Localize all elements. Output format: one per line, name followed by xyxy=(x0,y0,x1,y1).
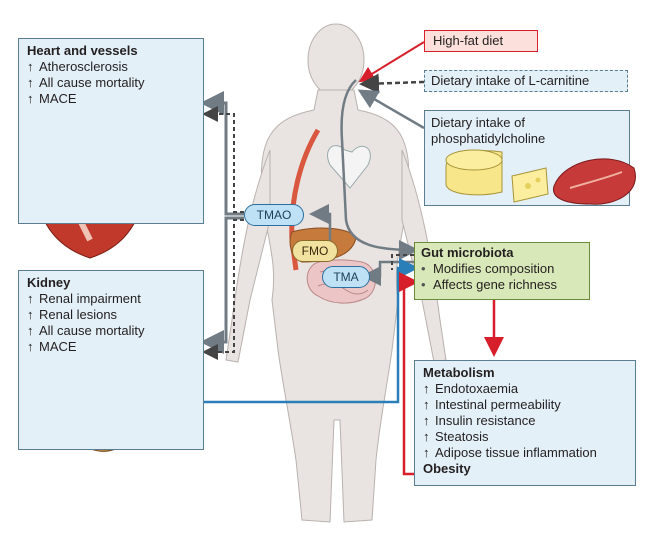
phosphatidylcholine-line-1: Dietary intake of xyxy=(431,115,525,130)
gut-item-composition: •Modifies composition xyxy=(421,261,555,276)
gut-dashed-line xyxy=(391,254,414,270)
metabolism-footer-obesity: Obesity xyxy=(423,461,471,476)
body-silhouette xyxy=(225,23,447,523)
tmao-kidney-dashed-arrow xyxy=(202,219,244,360)
fmo-pill: FMO xyxy=(292,240,338,262)
heart-item-mace: ↑MACE xyxy=(27,91,77,106)
up-arrow-icon: ↑ xyxy=(27,75,34,90)
gut-item-gene-richness: •Affects gene richness xyxy=(421,277,558,292)
phosphatidylcholine-arrow xyxy=(357,89,425,130)
metabolism-box-title: Metabolism xyxy=(423,365,495,380)
up-arrow-icon: ↑ xyxy=(27,307,34,322)
up-arrow-icon: ↑ xyxy=(423,445,430,460)
metabolism-item-adipose: ↑Adipose tissue inflammation xyxy=(423,445,597,460)
metabolism-item-permeability: ↑Intestinal permeability xyxy=(423,397,561,412)
phosphatidylcholine-line-2: phosphatidylcholine xyxy=(431,131,546,146)
high-fat-diet-label: High-fat diet xyxy=(424,30,538,52)
phosphatidylcholine-box: Dietary intake of phosphatidylcholine xyxy=(424,110,630,206)
up-arrow-icon: ↑ xyxy=(423,397,430,412)
tmao-heart-arrow xyxy=(200,91,244,216)
kidney-item-renal-impairment: ↑Renal impairment xyxy=(27,291,141,306)
bullet-icon: • xyxy=(421,261,426,276)
tmao-kidney-arrow xyxy=(200,216,244,354)
up-arrow-icon: ↑ xyxy=(27,91,34,106)
heart-box: Heart and vessels ↑Atherosclerosis ↑All … xyxy=(18,38,204,224)
up-arrow-icon: ↑ xyxy=(27,323,34,338)
tmao-pill: TMAO xyxy=(244,204,304,226)
high-fat-arrow xyxy=(358,41,425,83)
up-arrow-icon: ↑ xyxy=(423,429,430,444)
up-arrow-icon: ↑ xyxy=(423,381,430,396)
metabolism-item-endotoxaemia: ↑Endotoxaemia xyxy=(423,381,519,396)
kidney-box-title: Kidney xyxy=(27,275,71,290)
digestion-path-arrow xyxy=(340,79,419,260)
tmao-heart-dashed-arrow xyxy=(202,106,244,213)
up-arrow-icon: ↑ xyxy=(423,413,430,428)
metabolism-item-insulin: ↑Insulin resistance xyxy=(423,413,536,428)
kidney-item-mortality: ↑All cause mortality xyxy=(27,323,145,338)
kidney-to-gut-arrow xyxy=(202,258,419,404)
tma-pill: TMA xyxy=(322,266,370,288)
gut-box-title: Gut microbiota xyxy=(421,245,514,260)
heart-item-mortality: ↑All cause mortality xyxy=(27,75,145,90)
up-arrow-icon: ↑ xyxy=(27,59,34,74)
up-arrow-icon: ↑ xyxy=(27,339,34,354)
gut-microbiota-box: Gut microbiota •Modifies composition •Af… xyxy=(414,242,590,300)
kidney-item-mace: ↑MACE xyxy=(27,339,77,354)
heart-box-title: Heart and vessels xyxy=(27,43,138,58)
up-arrow-icon: ↑ xyxy=(27,291,34,306)
metabolism-item-steatosis: ↑Steatosis xyxy=(423,429,489,444)
chest-heart-icon xyxy=(327,145,371,189)
carnitine-label: Dietary intake of L-carnitine xyxy=(424,70,628,92)
kidney-item-renal-lesions: ↑Renal lesions xyxy=(27,307,118,322)
kidney-box: Kidney ↑Renal impairment ↑Renal lesions … xyxy=(18,270,204,450)
metabolism-box: Metabolism ↑Endotoxaemia ↑Intestinal per… xyxy=(414,360,636,486)
obesity-feedback-arrow xyxy=(399,272,419,476)
gut-to-tma-arrow xyxy=(361,260,414,286)
bullet-icon: • xyxy=(421,277,426,292)
heart-item-atherosclerosis: ↑Atherosclerosis xyxy=(27,59,128,74)
carnitine-arrow xyxy=(359,73,425,94)
